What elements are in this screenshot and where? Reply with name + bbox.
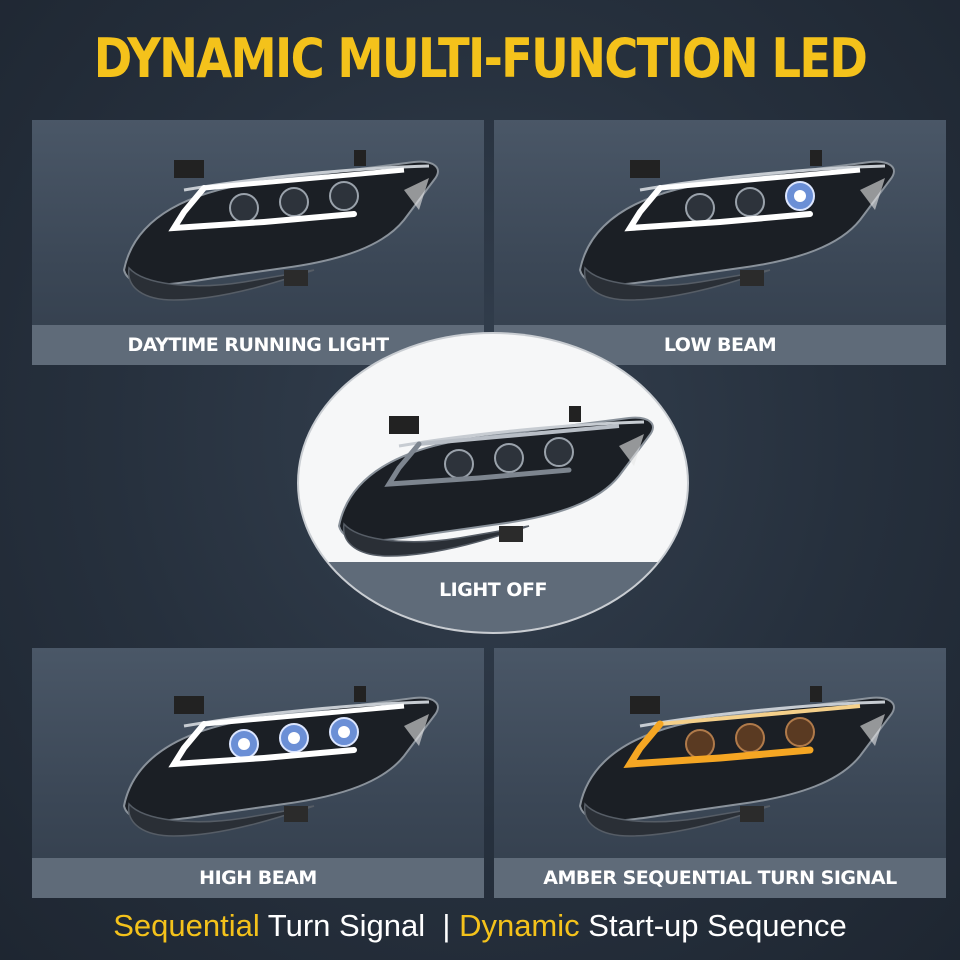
- footer-tagline: Sequential Turn Signal | Dynamic Start-u…: [0, 904, 960, 948]
- headlight-light-off-image: [337, 404, 655, 558]
- label-daytime-running-light: DAYTIME RUNNING LIGHT: [32, 325, 484, 365]
- headlight-drl-image: [122, 148, 440, 302]
- panel-low-beam: LOW BEAM: [494, 120, 946, 365]
- footer-startup: Start-up Sequence: [579, 908, 847, 943]
- headlight-amber-image: [578, 684, 896, 838]
- headlight-high-beam-image: [122, 684, 440, 838]
- footer-separator: |: [433, 908, 460, 943]
- label-amber-turn-signal: AMBER SEQUENTIAL TURN SIGNAL: [494, 858, 946, 898]
- footer-dynamic: Dynamic: [459, 908, 580, 943]
- label-high-beam: HIGH BEAM: [32, 858, 484, 898]
- footer-sequential: Sequential: [113, 908, 260, 943]
- panel-amber-turn-signal: AMBER SEQUENTIAL TURN SIGNAL: [494, 648, 946, 898]
- panel-light-off: LIGHT OFF: [299, 334, 687, 632]
- footer-turn-signal: Turn Signal: [259, 908, 434, 943]
- label-light-off: LIGHT OFF: [299, 562, 687, 632]
- panel-high-beam: HIGH BEAM: [32, 648, 484, 898]
- panel-daytime-running-light: DAYTIME RUNNING LIGHT: [32, 120, 484, 365]
- page-title: DYNAMIC MULTI-FUNCTION LED: [93, 27, 868, 90]
- headlight-low-beam-image: [578, 148, 896, 302]
